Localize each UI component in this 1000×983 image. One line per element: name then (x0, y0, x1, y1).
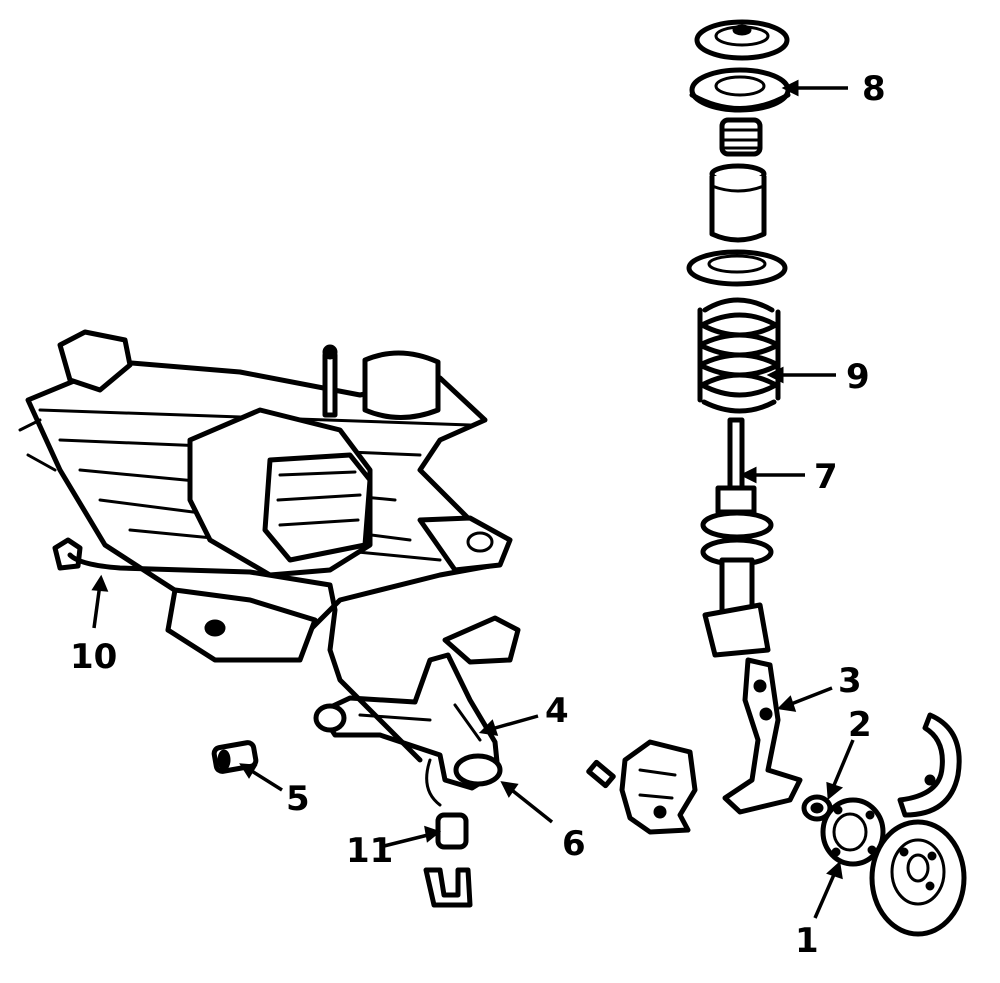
ball-joint-6 (425, 753, 503, 807)
callout-2: 2 (848, 705, 872, 745)
leader-1 (813, 869, 838, 919)
coil-spring-9 (697, 297, 781, 414)
steering-knuckle-3 (722, 657, 803, 815)
callout-7: 7 (814, 457, 838, 497)
strut-mount-8 (689, 67, 791, 113)
jounce-bumper (719, 117, 763, 157)
callout-4: 4 (545, 691, 569, 731)
upper-mount-top (694, 19, 790, 61)
engine-cradle (18, 329, 513, 663)
lower-control-arm-4 (313, 615, 521, 791)
callout-1: 1 (795, 921, 819, 961)
dust-boot (709, 163, 767, 243)
leader-4 (487, 714, 539, 732)
leader-lines (91, 79, 855, 919)
splash-shield (897, 712, 962, 818)
callout-9: 9 (846, 357, 870, 397)
leader-10 (92, 583, 102, 629)
callout-8: 8 (862, 69, 886, 109)
leader-2 (830, 739, 855, 791)
callout-11: 11 (346, 831, 393, 871)
callout-10: 10 (70, 637, 117, 677)
hub-bearing-1 (820, 797, 886, 867)
spring-seat (686, 249, 788, 287)
leader-3 (785, 686, 833, 708)
strut-shock-7 (700, 417, 774, 658)
leader-11 (383, 832, 433, 848)
callout-6: 6 (562, 824, 586, 864)
callout-3: 3 (838, 661, 862, 701)
brake-caliper (586, 739, 698, 835)
stabilizer-bar-10 (52, 537, 423, 763)
callout-5: 5 (286, 779, 310, 819)
leader-6 (506, 785, 554, 824)
stabilizer-bushing-11 (423, 812, 473, 908)
brake-rotor (869, 819, 967, 937)
